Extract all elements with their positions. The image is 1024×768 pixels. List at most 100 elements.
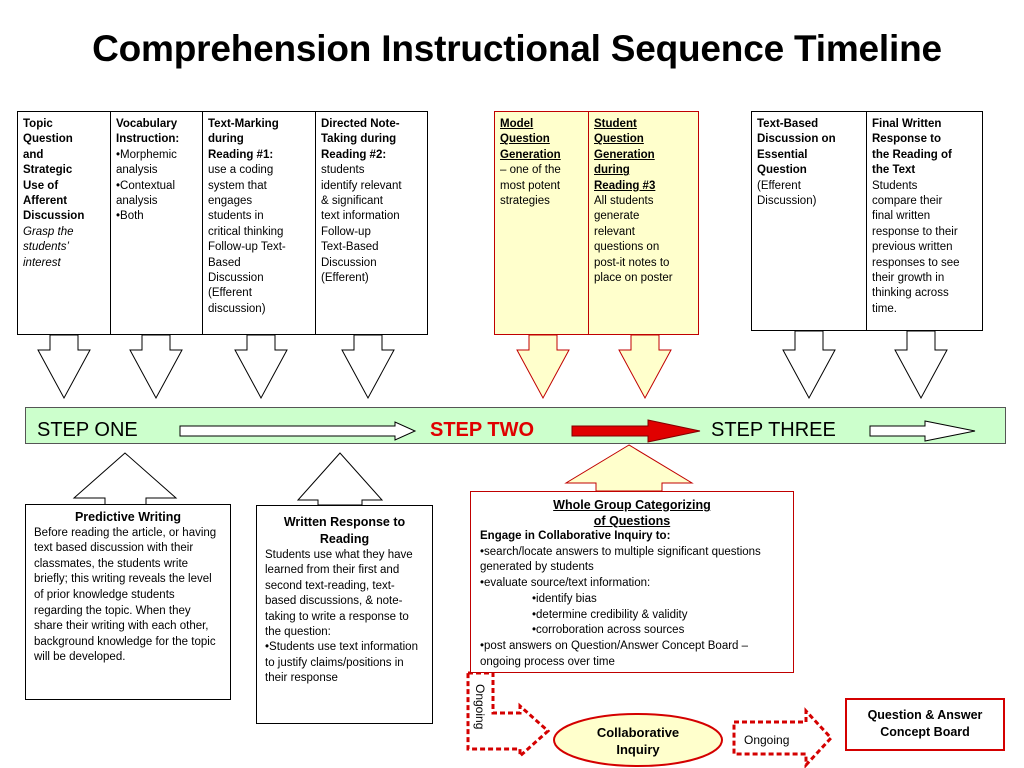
written-response-box: Written Response to Reading Students use…: [256, 505, 433, 724]
box-line: Discussion on: [757, 133, 836, 146]
band-arrow-red: [571, 419, 701, 443]
box-line: Generation: [500, 148, 561, 161]
step-two-label: STEP TWO: [430, 419, 535, 441]
box-line: Essential: [757, 148, 808, 161]
box-line: Reading #3: [594, 179, 656, 192]
box-line: Text-Based: [321, 241, 379, 254]
box-line: final written: [872, 210, 931, 223]
box-line: students in: [208, 210, 264, 223]
box-line: during: [208, 133, 244, 146]
whole-group-heading-2: of Questions: [593, 514, 671, 528]
box-line: Response to: [872, 133, 942, 146]
step-three-label: STEP THREE: [711, 419, 836, 441]
box-line: Vocabulary: [116, 118, 178, 130]
box-line: responses to see: [872, 256, 960, 269]
band-arrow-3: [869, 420, 976, 442]
box-line: Final Written: [872, 118, 942, 130]
collaborative-inquiry-label: Collaborative Inquiry: [596, 725, 680, 757]
box-line: time.: [872, 302, 897, 315]
step-one-label: STEP ONE: [37, 419, 138, 441]
box-line: Follow-up Text-: [208, 241, 286, 254]
box-line: •Contextual: [116, 179, 176, 192]
box-line: students’: [23, 241, 70, 254]
whole-group-box: Whole Group Categorizing of Questions En…: [470, 491, 794, 673]
whole-group-engage: Engage in Collaborative Inquiry to:: [480, 530, 671, 542]
written-response-bullet: •Students use text information to justif…: [265, 641, 418, 685]
box-line: Student: [594, 118, 637, 130]
box-line: response to their: [872, 225, 958, 238]
box-line: system that: [208, 179, 267, 192]
predictive-writing-box: Predictive Writing Before reading the ar…: [25, 504, 231, 700]
box-line: Based: [208, 256, 241, 269]
box-line: Discussion: [321, 256, 377, 269]
ongoing-horizontal-label: Ongoing: [744, 733, 790, 747]
box-line: Question: [757, 164, 807, 177]
box-line: •Morphemic: [116, 148, 177, 161]
ongoing-arrow-vertical: [466, 671, 551, 760]
box-line: (Efferent): [321, 272, 369, 285]
ongoing-arrow-horizontal: [732, 707, 834, 768]
box-line: interest: [23, 256, 61, 269]
whole-group-sub-item: •corroboration across sources: [532, 624, 685, 637]
box-line: Strategic: [23, 164, 73, 177]
ongoing-vertical-label: Ongoing: [473, 684, 487, 730]
box-line: most potent: [500, 179, 561, 192]
collaborative-inquiry-ellipse: [553, 713, 723, 767]
box-line: questions on: [594, 241, 660, 254]
box-line: Afferent: [23, 195, 68, 208]
box-line: the Text: [872, 164, 916, 177]
box-line: use a coding: [208, 164, 274, 177]
box-line: Text-Based: [757, 118, 819, 130]
box-line: Discussion: [23, 210, 85, 223]
box-line: (Efferent: [757, 179, 801, 192]
page-title: Comprehension Instructional Sequence Tim…: [92, 28, 942, 69]
box-line: Reading #1:: [208, 148, 274, 161]
box-line: analysis: [116, 195, 158, 208]
down-arrow-8: [894, 330, 948, 400]
box-line: Students: [872, 179, 918, 192]
box-line: – one of the: [500, 164, 561, 177]
down-arrow-4: [341, 334, 395, 400]
whole-group-sub-item: •identify bias: [532, 592, 597, 605]
whole-group-last-item: •post answers on Question/Answer Concept…: [480, 639, 749, 668]
box-line: •Both: [116, 210, 144, 223]
box-line: & significant: [321, 195, 384, 208]
box-line: Model: [500, 118, 534, 130]
box-line: strategies: [500, 195, 550, 208]
down-arrow-6: [618, 334, 672, 400]
box-line: and: [23, 148, 44, 161]
whole-group-item: •search/locate answers to multiple signi…: [480, 545, 761, 574]
box-line: compare their: [872, 195, 943, 208]
box-line: place on poster: [594, 272, 673, 285]
down-arrow-1: [37, 334, 91, 400]
box-line: Use of: [23, 179, 59, 192]
box-line: Text-Marking: [208, 118, 279, 130]
box-line: Question: [500, 133, 550, 146]
up-arrow-written: [296, 452, 384, 506]
down-arrow-5: [516, 334, 570, 400]
predictive-writing-heading: Predictive Writing: [74, 510, 182, 524]
box-line: post-it notes to: [594, 256, 670, 269]
box-line: engages: [208, 195, 253, 208]
box-line: Discussion: [208, 272, 264, 285]
whole-group-heading-1: Whole Group Categorizing: [553, 498, 711, 512]
box-line: All students: [594, 195, 654, 208]
box-line: Grasp the: [23, 225, 74, 238]
qa-concept-board: Question & Answer Concept Board: [845, 698, 1005, 751]
box-line: Generation: [594, 148, 655, 161]
box-line: (Efferent: [208, 287, 252, 300]
box-line: text information: [321, 210, 400, 223]
whole-group-sub-item: •determine credibility & validity: [532, 608, 688, 621]
box-line: Instruction:: [116, 133, 180, 146]
whole-group-item: •evaluate source/text information:: [480, 577, 651, 590]
box-line: Question: [23, 133, 73, 146]
box-line: Taking during: [321, 133, 397, 146]
